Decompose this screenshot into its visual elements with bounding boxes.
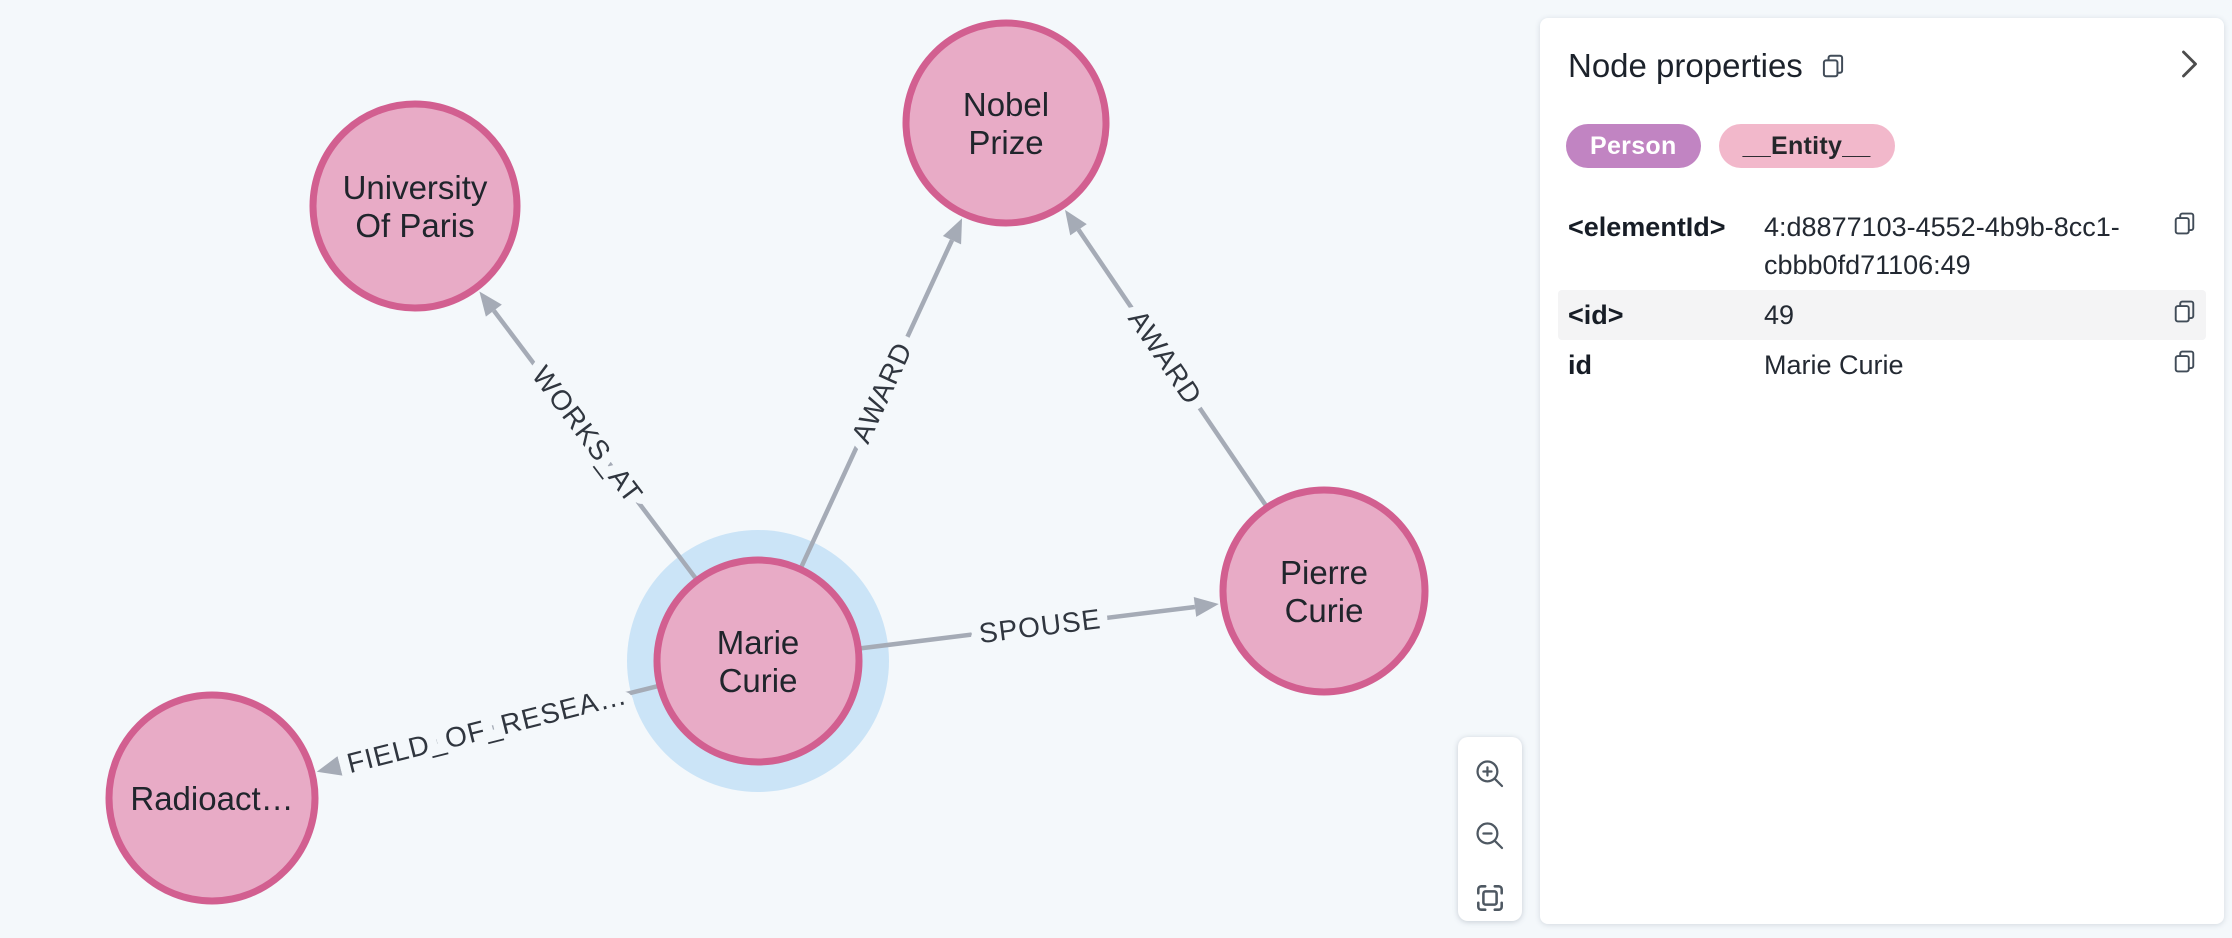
- fit-view-icon: [1477, 885, 1503, 911]
- copy-property-button[interactable]: [2171, 210, 2198, 237]
- properties-table: <elementId> 4:d8877103-4552-4b9b-8cc1-cbb…: [1558, 202, 2206, 390]
- property-value: 4:d8877103-4552-4b9b-8cc1-cbbb0fd71106:4…: [1764, 212, 2120, 280]
- relationship-AWARD[interactable]: AWARD: [799, 218, 963, 568]
- graph-node-radioactivity[interactable]: [105, 691, 319, 905]
- relationship-type-label: AWARD: [845, 337, 918, 447]
- relationship-AWARD[interactable]: AWARD: [1065, 209, 1268, 507]
- copy-property-button[interactable]: [2171, 298, 2198, 325]
- relationship-FIELD_OF_RESEA[interactable]: FIELD_OF_RESEA…: [316, 669, 658, 789]
- relationship-type-label: FIELD_OF_RESEA…: [344, 679, 630, 779]
- relationship-WORKS_AT[interactable]: WORKS_AT: [479, 291, 698, 580]
- relationship-SPOUSE[interactable]: SPOUSE: [860, 593, 1219, 659]
- graph-node-marie-curie[interactable]: [653, 556, 863, 766]
- property-row: <id> 49: [1558, 290, 2206, 340]
- copy-icon: [2174, 300, 2195, 323]
- node-caption: Radioact…: [130, 780, 293, 817]
- panel-header: Node properties: [1558, 44, 2206, 88]
- property-value: Marie Curie: [1764, 350, 1904, 380]
- arrowhead: [1065, 209, 1087, 236]
- zoom-controls: [1458, 737, 1522, 921]
- copy-property-button[interactable]: [2171, 348, 2198, 375]
- property-key: id: [1568, 350, 1592, 380]
- copy-all-properties-button[interactable]: [1819, 52, 1847, 80]
- arrowhead: [316, 756, 343, 776]
- chevron-right-icon: [2182, 50, 2197, 78]
- property-row: <elementId> 4:d8877103-4552-4b9b-8cc1-cbb…: [1558, 202, 2206, 290]
- graph-node-pierre-curie[interactable]: [1219, 486, 1429, 696]
- node-label-badge: Person: [1566, 124, 1701, 168]
- arrowhead: [1193, 597, 1219, 617]
- zoom-out-button[interactable]: [1471, 817, 1509, 855]
- relationship-type-label: AWARD: [1122, 304, 1208, 410]
- node-labels: Person __Entity__: [1558, 124, 2206, 168]
- property-value: 49: [1764, 300, 1795, 330]
- zoom-out-icon: [1476, 822, 1504, 850]
- relationship-type-label: SPOUSE: [977, 603, 1103, 649]
- arrowhead: [479, 291, 502, 317]
- arrowhead: [942, 218, 963, 245]
- copy-icon: [1822, 54, 1843, 78]
- collapse-panel-button[interactable]: [2170, 46, 2206, 82]
- copy-icon: [2174, 350, 2195, 373]
- zoom-in-icon: [1476, 760, 1504, 788]
- zoom-in-button[interactable]: [1471, 755, 1509, 793]
- panel-title: Node properties: [1568, 47, 1803, 84]
- graph-node-nobel-prize[interactable]: [902, 19, 1110, 227]
- property-key: <elementId>: [1568, 212, 1726, 242]
- property-row: id Marie Curie: [1558, 340, 2206, 390]
- fit-view-button[interactable]: [1471, 879, 1509, 917]
- node-label-badge: __Entity__: [1718, 124, 1895, 168]
- node-properties-panel: Node properties Person __Entity__ <elemen…: [1540, 18, 2224, 924]
- property-key: <id>: [1568, 300, 1624, 330]
- graph-node-university-of-paris[interactable]: [309, 100, 521, 312]
- copy-icon: [2174, 212, 2195, 235]
- relationship-type-label: WORKS_AT: [526, 360, 649, 509]
